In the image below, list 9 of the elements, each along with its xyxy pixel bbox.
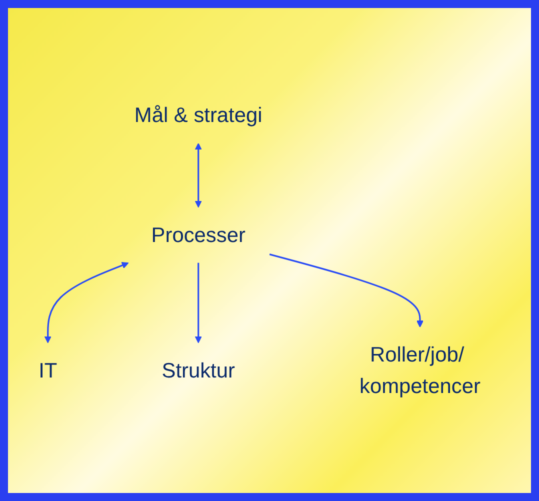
node-text: Mål & strategi: [134, 102, 262, 127]
arrow: [269, 253, 424, 328]
node-text: Processer: [151, 222, 246, 246]
arrow: [44, 262, 129, 343]
node-text: IT: [38, 358, 58, 382]
node-text: Struktur: [162, 358, 235, 382]
node-text: Roller/job/ kompetencer: [360, 342, 480, 398]
arrow: [194, 142, 202, 208]
arrow: [194, 262, 202, 343]
